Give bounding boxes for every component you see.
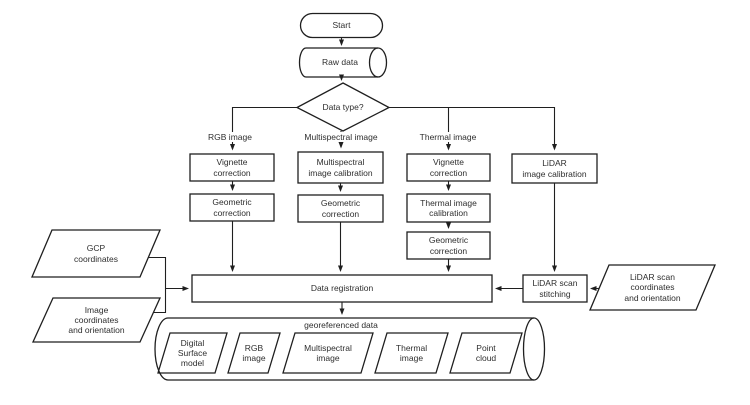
- geometric-correction-thermal-shape: [406, 231, 491, 260]
- multispectral-calibration-shape: [297, 151, 384, 184]
- geometric-correction-rgb-shape: [189, 193, 275, 222]
- lidar-scan-stitching-shape: [522, 274, 588, 303]
- vignette-correction-thermal-shape: [406, 153, 491, 182]
- output-thermal-shape: [374, 332, 449, 374]
- output-dsm-shape: [157, 332, 228, 374]
- output-multispectral-shape: [282, 332, 374, 374]
- output-rgb-shape: [227, 332, 281, 374]
- image-coordinates-shape: [31, 297, 162, 343]
- lidar-scan-coordinates-shape: [589, 264, 716, 311]
- data-registration-shape: [191, 274, 493, 303]
- gcp-coordinates-shape: [31, 229, 161, 278]
- lidar-image-calibration-shape: [511, 153, 598, 184]
- flow-connectors: [148, 38, 599, 315]
- output-point-cloud-shape: [449, 332, 523, 374]
- georeferenced-cylinder-cap: [522, 317, 546, 381]
- start-terminator-shape: [299, 12, 384, 39]
- thermal-image-calibration-shape: [406, 193, 491, 223]
- georeferenced-cylinder-shape: [154, 317, 534, 381]
- data-type-decision-shape: [295, 82, 391, 132]
- raw-data-cylinder-cap: [368, 47, 388, 78]
- vignette-correction-rgb-shape: [189, 153, 275, 182]
- geometric-correction-multispectral-shape: [297, 194, 384, 223]
- raw-data-cylinder-shape: [298, 47, 378, 78]
